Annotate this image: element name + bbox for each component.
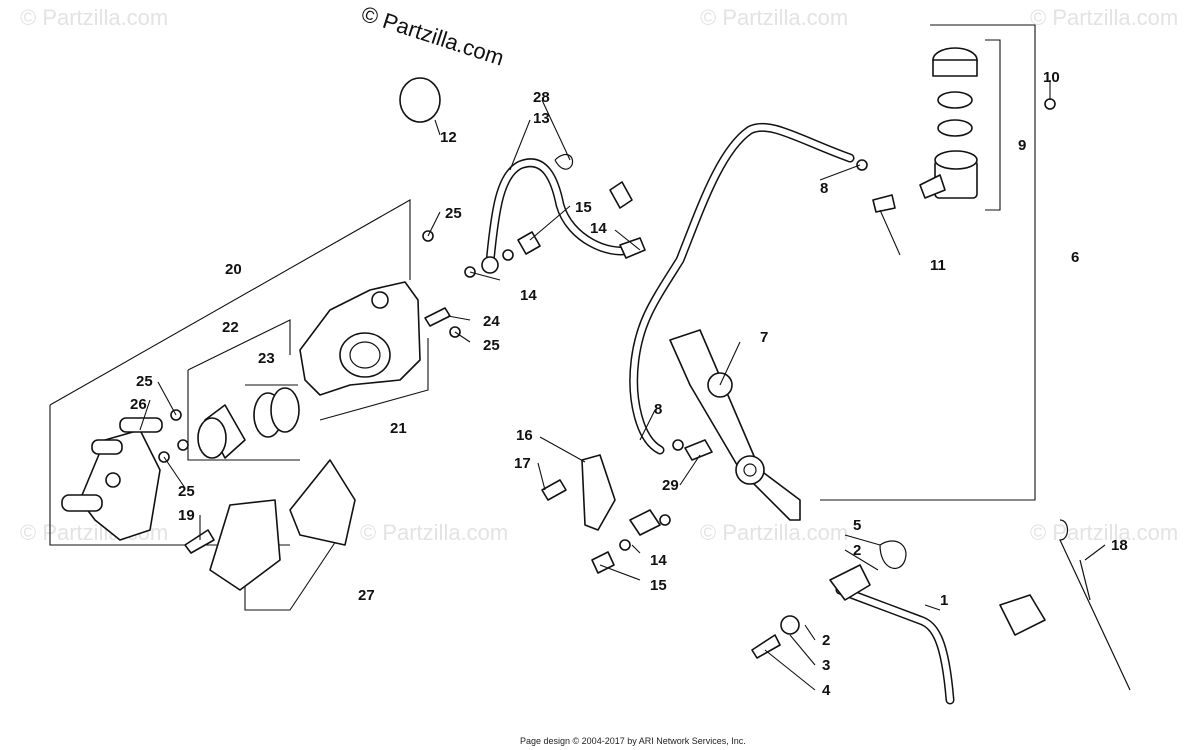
leader-lines [139,80,1106,691]
callout-16: 16 [516,427,533,444]
banjo-bolt-top [609,181,633,209]
callout-15-top: 15 [575,199,592,216]
callout-21: 21 [390,420,407,437]
callout-22: 22 [222,319,239,336]
watermark-bottom-center-right: © Partzilla.com [700,520,848,545]
callout-7: 7 [760,329,768,346]
washer-25-left-lower [177,439,189,451]
bracket-bolt [541,479,567,501]
hose-clamp-lower [672,439,684,451]
watermark-bottom-right: © Partzilla.com [1030,520,1178,545]
callout-9: 9 [1018,137,1026,154]
retaining-ring [399,77,441,123]
brake-pedal [829,564,1046,705]
callout-28: 28 [533,89,550,106]
callout-2-top: 2 [853,542,861,559]
washer-14-lower-right [659,514,671,526]
banjo-bolt-lower [591,551,615,574]
callout-13: 13 [533,110,550,127]
bracket-9 [985,39,1001,211]
callout-8-top: 8 [820,180,828,197]
caliper-piston [197,404,246,459]
watermark-top-right: © Partzilla.com [1030,5,1178,30]
washer-14-lower-left [619,539,631,551]
callout-10: 10 [1043,69,1060,86]
callout-11: 11 [930,257,946,274]
callout-24: 24 [483,313,500,330]
callout-12: 12 [440,129,457,146]
watermark-top-center: © Partzilla.com [700,5,848,30]
caliper-bracket [61,417,163,541]
banjo-fitting-lower [629,509,661,536]
mounting-bracket [581,454,616,531]
hose-fitting-29 [684,439,713,461]
watermark-bottom-center-left: © Partzilla.com [360,520,508,545]
callout-3: 3 [822,657,830,674]
callout-27: 27 [358,587,375,604]
pedal-bushing [879,540,907,570]
callout-25-lower: 25 [178,483,195,500]
bleeder-screw [424,307,451,327]
pedal-bolt [751,634,781,659]
callout-1: 1 [940,592,948,609]
reservoir-nut [1044,98,1056,110]
callout-14-mid: 14 [520,287,537,304]
callout-19: 19 [178,507,195,524]
washer-14-right [502,249,514,261]
spring-coil [1079,559,1091,601]
callout-14-top: 14 [590,220,607,237]
callout-26: 26 [130,396,147,413]
watermark-main: © Partzilla.com [358,1,507,71]
callout-20: 20 [225,261,242,278]
caliper-body [299,281,421,396]
callout-18: 18 [1111,537,1128,554]
callout-labels: 12 28 13 25 15 14 14 20 22 23 24 25 25 2… [130,69,1128,699]
callout-23: 23 [258,350,275,367]
callout-5: 5 [853,517,861,534]
piston-seal-inner [270,387,300,433]
watermark-top-left: © Partzilla.com [20,5,168,30]
banjo-bolt-left [517,231,541,255]
footer-copyright: Page design © 2004-2017 by ARI Network S… [520,736,746,746]
callout-17: 17 [514,455,531,472]
return-spring [1059,519,1131,691]
hose-clip [554,153,574,170]
reservoir-assembly [919,47,978,199]
callout-4: 4 [822,682,831,699]
brake-pads [209,459,356,591]
hose-clamp-upper [856,159,868,171]
pedal-washer [780,615,800,635]
brake-hose-13 [481,158,646,274]
callout-6: 6 [1071,249,1079,266]
callout-2-low: 2 [822,632,830,649]
callout-29: 29 [662,477,679,494]
callout-14-low: 14 [650,552,667,569]
master-cylinder [669,329,801,521]
callout-25-left: 25 [136,373,153,390]
reservoir-hose-8 [629,122,855,455]
callout-25-top: 25 [445,205,462,222]
callout-25-mid: 25 [483,337,500,354]
callout-8-mid: 8 [654,401,662,418]
reservoir-screw [872,194,896,213]
callout-15-low: 15 [650,577,667,594]
bracket-6 [820,24,1036,501]
